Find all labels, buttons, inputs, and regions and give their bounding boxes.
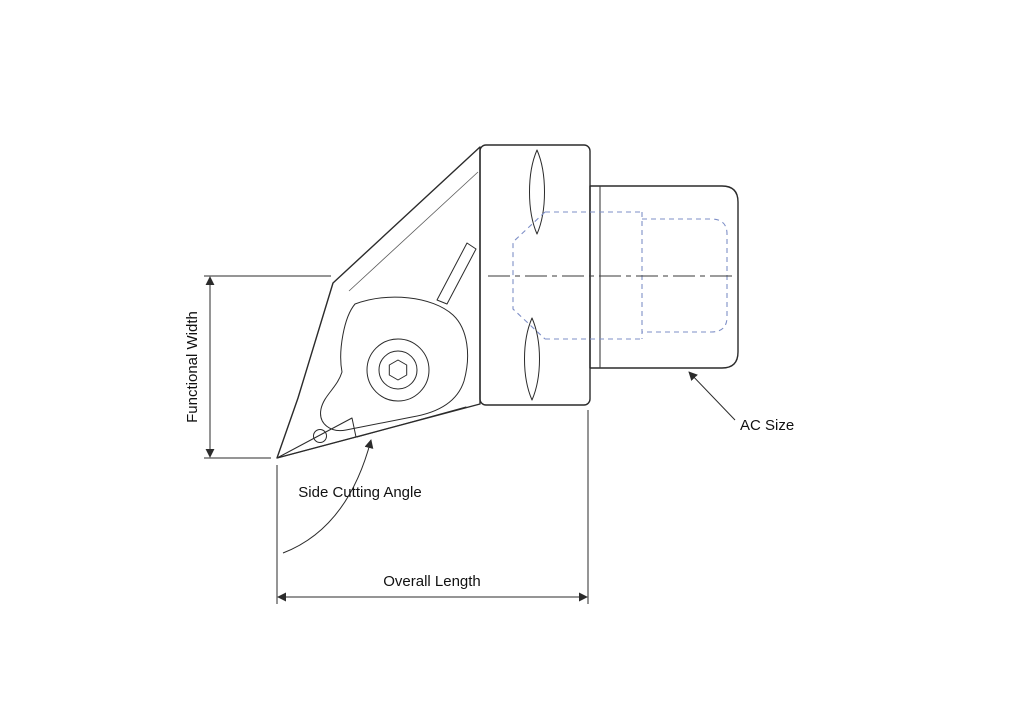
label-overall-length: Overall Length — [383, 573, 481, 590]
annotation-ac-size: AC Size — [688, 371, 794, 434]
screw-hex-socket — [388, 359, 408, 381]
annotation-side-cutting-angle: Side Cutting Angle — [282, 439, 422, 554]
insert-seat-line — [356, 406, 467, 438]
clamp-screw — [366, 338, 430, 402]
flange-slot-top — [529, 149, 545, 235]
screw-inner-circle — [378, 350, 418, 390]
label-side-cutting-angle: Side Cutting Angle — [298, 484, 421, 501]
clamp-outline — [320, 296, 469, 432]
cutting-insert — [276, 417, 357, 459]
flange-slot-bottom — [524, 317, 540, 401]
flange-outline — [479, 144, 591, 406]
hidden-taper-nose — [512, 211, 546, 340]
insert-hole — [313, 429, 327, 443]
coupling-outline — [589, 185, 739, 369]
insert-clamp — [320, 296, 469, 432]
label-functional-width: Functional Width — [184, 311, 201, 423]
dim-overall-length: Overall Length — [276, 410, 589, 604]
insert-outline — [276, 417, 357, 459]
tool-head — [276, 146, 481, 459]
ac-size-leader — [688, 371, 736, 421]
angle-arc-leader — [282, 439, 374, 554]
dim-functional-width: Functional Width — [184, 275, 331, 459]
label-ac-size: AC Size — [740, 417, 794, 434]
screw-head-circle — [366, 338, 430, 402]
coupling-body — [589, 185, 739, 369]
wedge-detail — [436, 242, 477, 305]
flange — [479, 144, 591, 406]
top-edge-chamfer-line — [348, 171, 479, 292]
